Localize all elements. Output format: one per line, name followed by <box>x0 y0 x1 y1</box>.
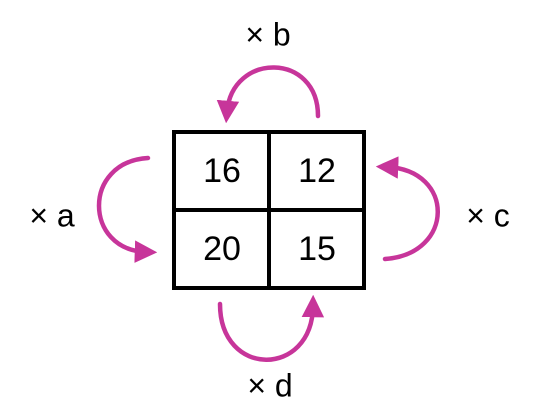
cell-bottom-left: 20 <box>203 230 241 268</box>
arrow-d <box>217 294 325 362</box>
arrow-b <box>216 65 321 124</box>
cell-bottom-right: 15 <box>298 230 336 268</box>
op-label-d: × d <box>247 367 292 403</box>
grid-table <box>172 130 366 290</box>
op-label-b: × b <box>245 16 290 52</box>
cell-top-left: 16 <box>203 152 241 190</box>
arrow-c <box>375 156 440 262</box>
cell-top-right: 12 <box>298 152 336 190</box>
op-label-a: × a <box>29 197 75 233</box>
arrow-a <box>96 155 158 263</box>
op-label-c: × c <box>466 197 510 233</box>
